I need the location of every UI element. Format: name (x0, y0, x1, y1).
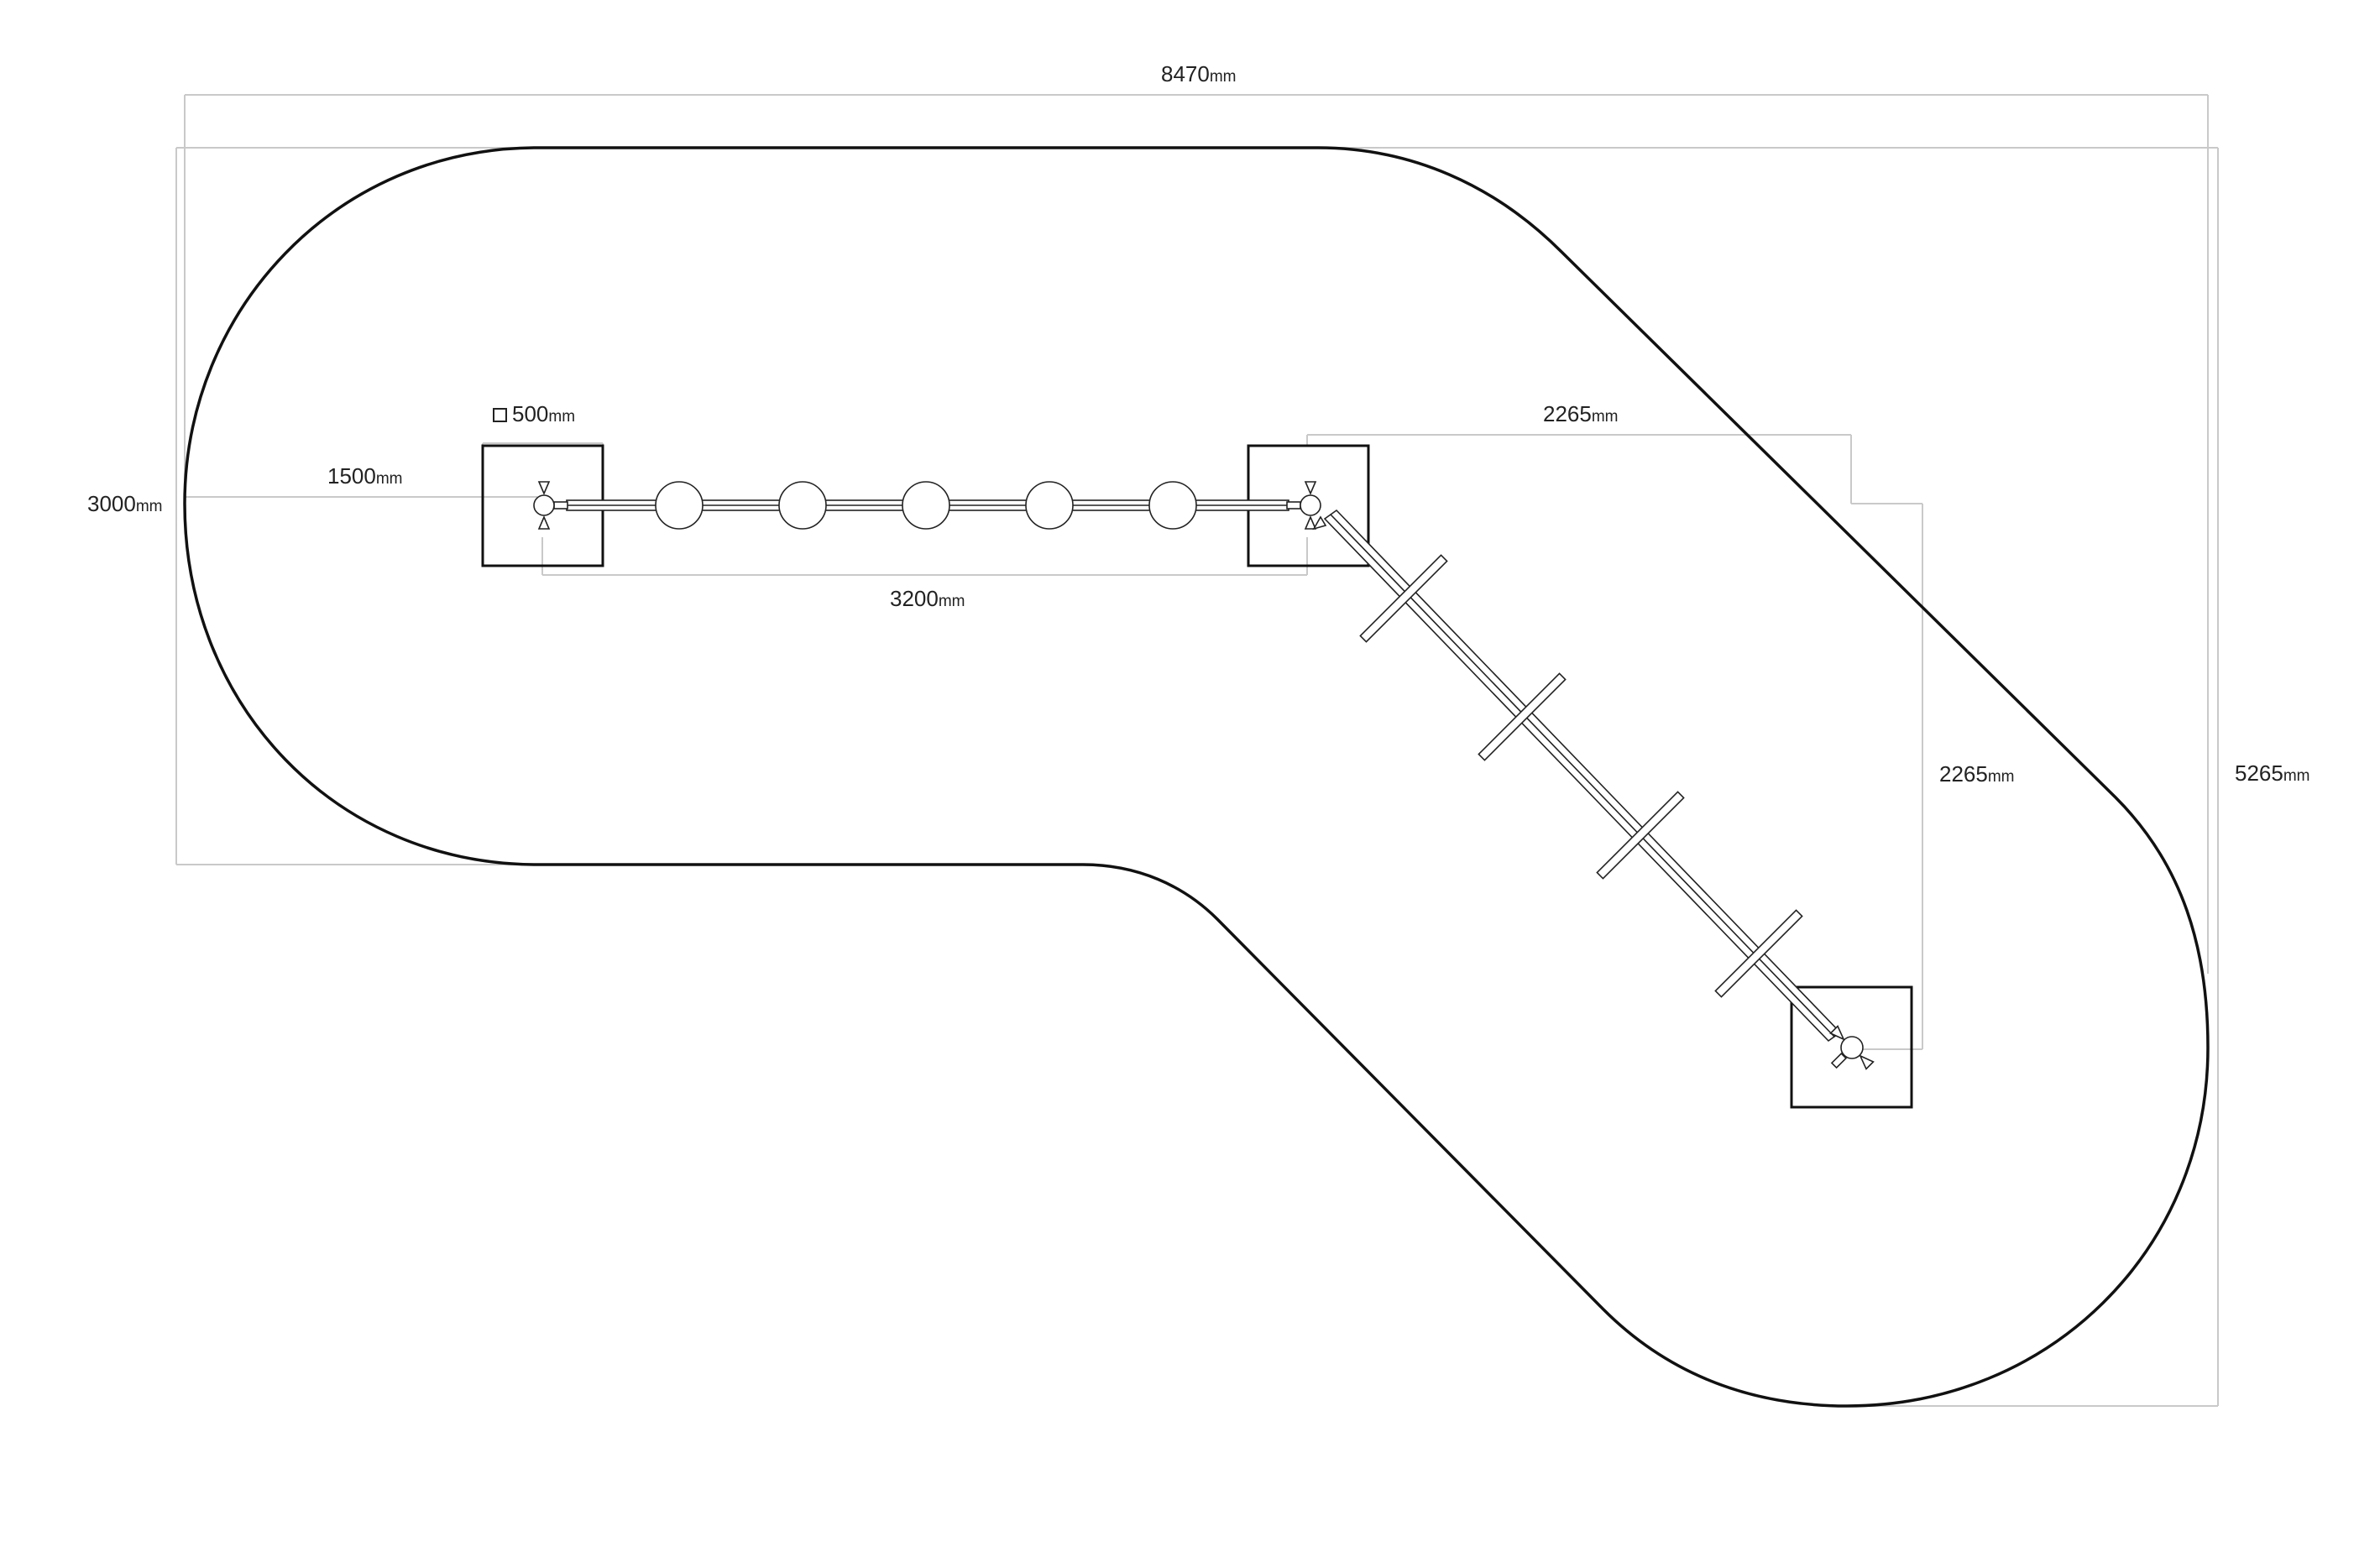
safety-zone-outline (183, 146, 2210, 1408)
rung-2 (1478, 672, 1567, 761)
overall-height-label: 5265mm (2235, 760, 2310, 786)
ring-4 (1025, 481, 1074, 530)
left-depth-label: 3000mm (87, 491, 163, 516)
ring-3 (902, 481, 950, 530)
overall-width-label: 8470mm (1161, 61, 1237, 86)
post-connector-right (1829, 1025, 1875, 1070)
rung-3 (1596, 791, 1685, 880)
rung-4 (1714, 909, 1803, 998)
climbing-rungs (1359, 554, 1803, 998)
post-connector-left (533, 481, 568, 530)
post-base-right (1790, 985, 1913, 1109)
post-connector-middle (1286, 481, 1327, 530)
straight-span-label: 3200mm (890, 586, 965, 611)
dimension-lines (175, 94, 2219, 1407)
svg-text:500mm: 500mm (512, 401, 575, 426)
edge-to-post-label: 1500mm (327, 463, 403, 489)
post-base-size-label: 500mm (493, 401, 575, 426)
rung-1 (1359, 554, 1448, 643)
ring-5 (1148, 481, 1197, 530)
diagonal-run-label: 2265mm (1543, 401, 1619, 426)
square-symbol-icon (493, 408, 507, 422)
hanging-rings (655, 481, 1197, 530)
ring-1 (655, 481, 704, 530)
diagonal-beam (1323, 509, 1842, 1043)
diagonal-drop-label: 2265mm (1939, 761, 2015, 787)
ring-2 (778, 481, 827, 530)
